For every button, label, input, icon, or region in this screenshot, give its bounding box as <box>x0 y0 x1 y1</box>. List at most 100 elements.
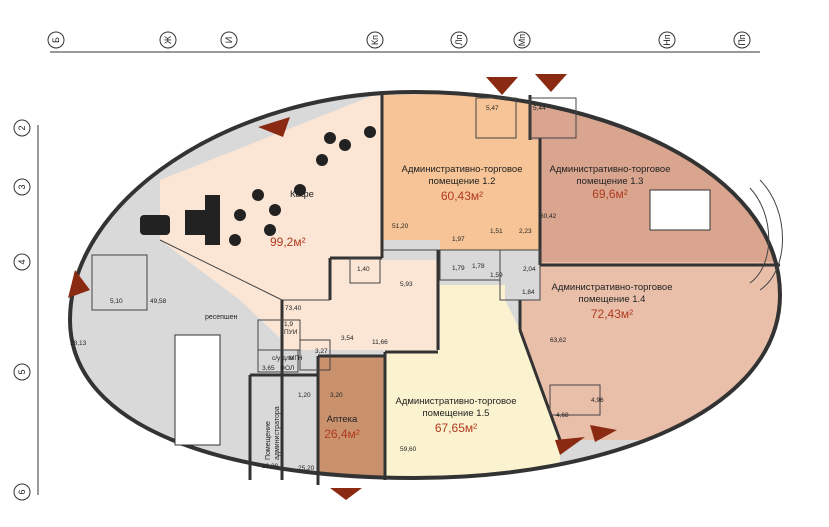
axis-marker-2: 2 <box>13 119 31 137</box>
axis-marker-i: И <box>220 31 238 49</box>
area-label: 1,20 <box>298 392 311 399</box>
room-1-2-name-line1: Административно-торговое <box>402 164 523 175</box>
entrance-canopy <box>759 179 783 291</box>
axis-marker-6: 6 <box>13 483 31 501</box>
cafe-fill <box>160 92 382 340</box>
axis-marker-mp: Мп <box>513 31 531 49</box>
svg-text:Мп: Мп <box>517 34 527 46</box>
svg-text:3: 3 <box>17 184 27 189</box>
svg-text:Пп: Пп <box>737 34 747 45</box>
outer-wall <box>67 89 783 481</box>
area-label: 5,44 <box>533 105 546 112</box>
area-label: 5,47 <box>486 105 499 112</box>
room-1-5-area: 67,65м² <box>435 421 477 435</box>
area-label: 60,42 <box>540 213 557 220</box>
room-1-2-fill <box>382 92 540 250</box>
axis-marker-b: Б <box>47 31 65 49</box>
area-label: 1,40 <box>357 266 370 273</box>
area-label: 5,93 <box>400 281 413 288</box>
pharmacy-name: Аптека <box>327 414 358 425</box>
svg-text:Лп: Лп <box>454 34 464 45</box>
admin-room-name-line1: Помещение <box>265 421 272 460</box>
room-1-4-name-line2: помещение 1.4 <box>579 294 646 305</box>
area-label: 1,9 <box>284 321 293 328</box>
entrance-arrow <box>555 437 585 455</box>
corridor-fill <box>282 260 438 355</box>
area-label: 1,78 <box>472 263 485 270</box>
area-label: 3,20 <box>330 392 343 399</box>
top-axis-markers: Б Ж И Кп Лп Мп Нп Пп <box>47 31 751 49</box>
small-area-labels: 5,47 5,44 51,20 60,42 1,97 1,51 2,23 1,7… <box>70 105 604 472</box>
room-1-5-fill <box>385 285 560 478</box>
axis-marker-3: 3 <box>13 178 31 196</box>
area-label: 51,20 <box>392 223 409 230</box>
entrance-arrows <box>68 74 617 500</box>
area-label: 18,13 <box>70 340 87 347</box>
axis-marker-lp: Лп <box>450 31 468 49</box>
room-1-5-name-line1: Административно-торговое <box>396 396 517 407</box>
pharmacy-fill <box>318 356 385 478</box>
area-label: 1,97 <box>452 236 465 243</box>
area-label: 2,04 <box>523 266 536 273</box>
svg-text:Ж: Ж <box>163 35 173 44</box>
left-axis-markers: 2 3 4 5 6 <box>13 119 31 501</box>
room-fills <box>70 92 780 478</box>
area-label: 4,96 <box>591 397 604 404</box>
area-label: 73,40 <box>285 305 302 312</box>
room-1-3-fill <box>530 92 780 262</box>
axis-marker-zh: Ж <box>159 31 177 49</box>
area-label: 3,27 <box>315 348 328 355</box>
room-1-4-name-line1: Административно-торговое <box>552 282 673 293</box>
admin-room-name-line2: администратора <box>274 406 281 460</box>
entrance-arrow <box>535 74 567 92</box>
svg-text:2: 2 <box>17 125 27 130</box>
pharmacy-area: 26,4м² <box>324 427 360 441</box>
area-label: 10,38 <box>262 463 279 470</box>
cafe-name: Кафе <box>290 189 314 200</box>
svg-text:Нп: Нп <box>662 34 672 45</box>
svg-text:4: 4 <box>17 259 27 264</box>
room-1-3-area: 69,6м² <box>592 187 628 201</box>
svg-text:И: И <box>224 37 234 43</box>
area-label: 4,68 <box>556 412 569 419</box>
entrance-canopy-inner <box>749 187 770 284</box>
entrance-arrow <box>330 488 362 500</box>
room-1-3-name-line1: Административно-торговое <box>550 164 671 175</box>
area-label: 1,79 <box>452 265 465 272</box>
area-label: 2,23 <box>519 228 532 235</box>
area-label: 63,62 <box>550 337 567 344</box>
entrance-arrow <box>258 117 290 137</box>
svg-text:Б: Б <box>51 37 61 43</box>
room-1-3-name-line2: помещение 1.3 <box>577 176 644 187</box>
axis-marker-np: Нп <box>658 31 676 49</box>
cafe-area: 99,2м² <box>270 235 306 249</box>
area-label: 11,66 <box>372 339 388 346</box>
room-1-2-name-line2: помещение 1.2 <box>429 176 496 187</box>
svg-text:5: 5 <box>17 369 27 374</box>
axis-marker-4: 4 <box>13 253 31 271</box>
axis-marker-pp: Пп <box>733 31 751 49</box>
area-label: 49,58 <box>150 298 167 305</box>
area-label: 1,51 <box>490 228 503 235</box>
area-label: ПУИ <box>284 329 298 336</box>
axis-marker-5: 5 <box>13 363 31 381</box>
area-label: 1,84 <box>522 289 535 296</box>
area-label: 3,54 <box>341 335 354 342</box>
interior-walls <box>91 95 780 485</box>
area-label: 3,65 <box>262 365 275 372</box>
cafe-furniture <box>140 126 376 246</box>
reception-label: ресепшен <box>205 314 237 321</box>
room-1-4-area: 72,43м² <box>591 307 633 321</box>
area-label: ФОЛ <box>280 365 294 372</box>
svg-text:6: 6 <box>17 489 27 494</box>
area-label: 59,60 <box>400 446 417 453</box>
axis-marker-kp: Кп <box>366 31 384 49</box>
room-1-4-fill <box>520 262 780 440</box>
room-1-2-area: 60,43м² <box>441 189 483 203</box>
area-label: МГН <box>289 355 303 362</box>
area-label: 5,10 <box>110 298 123 305</box>
area-label: 1,59 <box>490 272 503 279</box>
entrance-arrow <box>68 270 90 298</box>
entrance-arrow <box>590 425 617 442</box>
